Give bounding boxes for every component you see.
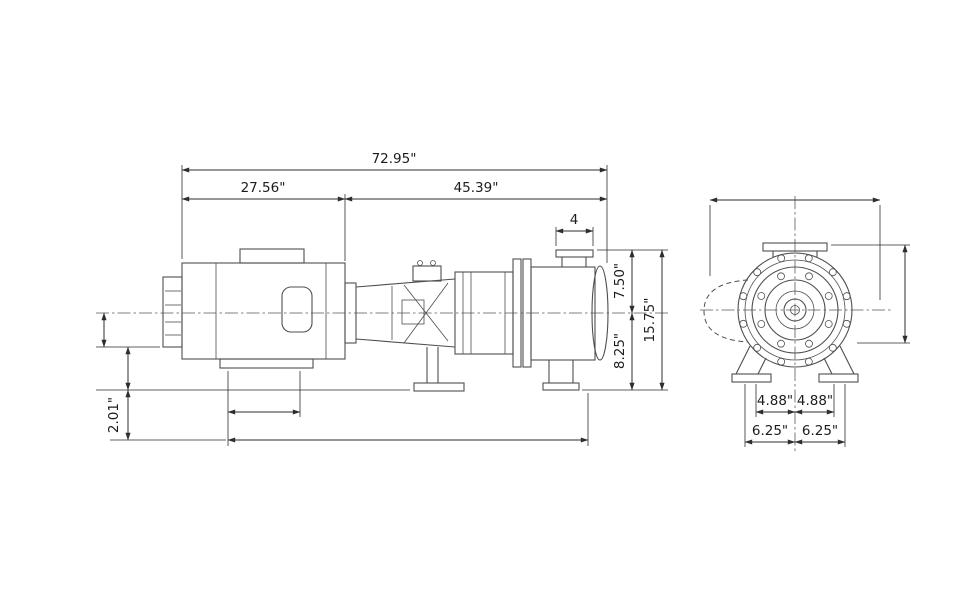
mounting-feet [731, 345, 859, 383]
hub-circle [764, 279, 826, 341]
mounting-foot-right [839, 345, 855, 375]
pump-head [530, 266, 596, 361]
suction-flange [555, 249, 594, 258]
coupling-guard-bottom [355, 338, 456, 348]
dim-label-foot-left: 4.88" [757, 393, 793, 409]
pump-casing-end [703, 242, 859, 383]
flange-face-circle [751, 266, 839, 354]
support-foot [413, 382, 465, 392]
shaft-flange [344, 282, 357, 344]
dim-label-overall-height: 15.75" [642, 298, 658, 343]
dim-label-base-left: 6.25" [752, 423, 788, 439]
end-view-dimensions: 4.88" 4.88" 6.25" 6.25" [709, 197, 910, 447]
motor [162, 248, 346, 369]
side-view: 72.95" 27.56" 45.39" 4 7.50" 8.25" 15.75… [96, 151, 668, 446]
vent-bolt-icon [417, 260, 423, 266]
dim-label-overall-length: 72.95" [372, 151, 417, 167]
coupling-section [344, 260, 465, 392]
coupling-guard-top [355, 278, 456, 288]
side-view-dimensions: 72.95" 27.56" 45.39" 4 7.50" 8.25" 15.75… [96, 151, 668, 446]
dim-label-motor-length: 27.56" [241, 180, 286, 196]
motor-nameplate [281, 286, 313, 333]
bearing-housing [401, 299, 425, 325]
discharge-flange [542, 382, 580, 391]
motor-foot [219, 358, 314, 369]
motor-body [181, 262, 346, 360]
motor-terminal-box [239, 248, 305, 264]
mounting-foot-left [735, 345, 751, 375]
vent-bolt-icon [430, 260, 436, 266]
vent-fitting [412, 265, 442, 282]
end-cover [591, 265, 609, 361]
dim-label-top-height: 7.50" [612, 263, 628, 299]
flange-lugs [739, 254, 851, 366]
suction-flange-end [762, 242, 828, 252]
casing-outer-circle [737, 252, 853, 368]
bolt-holes [757, 272, 833, 348]
dim-label-foot-right: 4.88" [797, 393, 833, 409]
shaft-center [790, 305, 800, 315]
dim-label-base-right: 6.25" [802, 423, 838, 439]
motor-outline-dashed [703, 279, 749, 343]
motor-fan-cover [162, 276, 183, 348]
dim-label-pump-length: 45.39" [454, 180, 499, 196]
end-view: 4.88" 4.88" 6.25" 6.25" [700, 196, 910, 452]
dim-label-base-height: 2.01" [106, 397, 122, 433]
pump-flange [512, 258, 522, 368]
dim-label-port-size: 4 [570, 212, 579, 228]
pump-assembly [454, 249, 609, 391]
dim-label-bottom-height: 8.25" [612, 333, 628, 369]
shaft-boss [783, 298, 807, 322]
